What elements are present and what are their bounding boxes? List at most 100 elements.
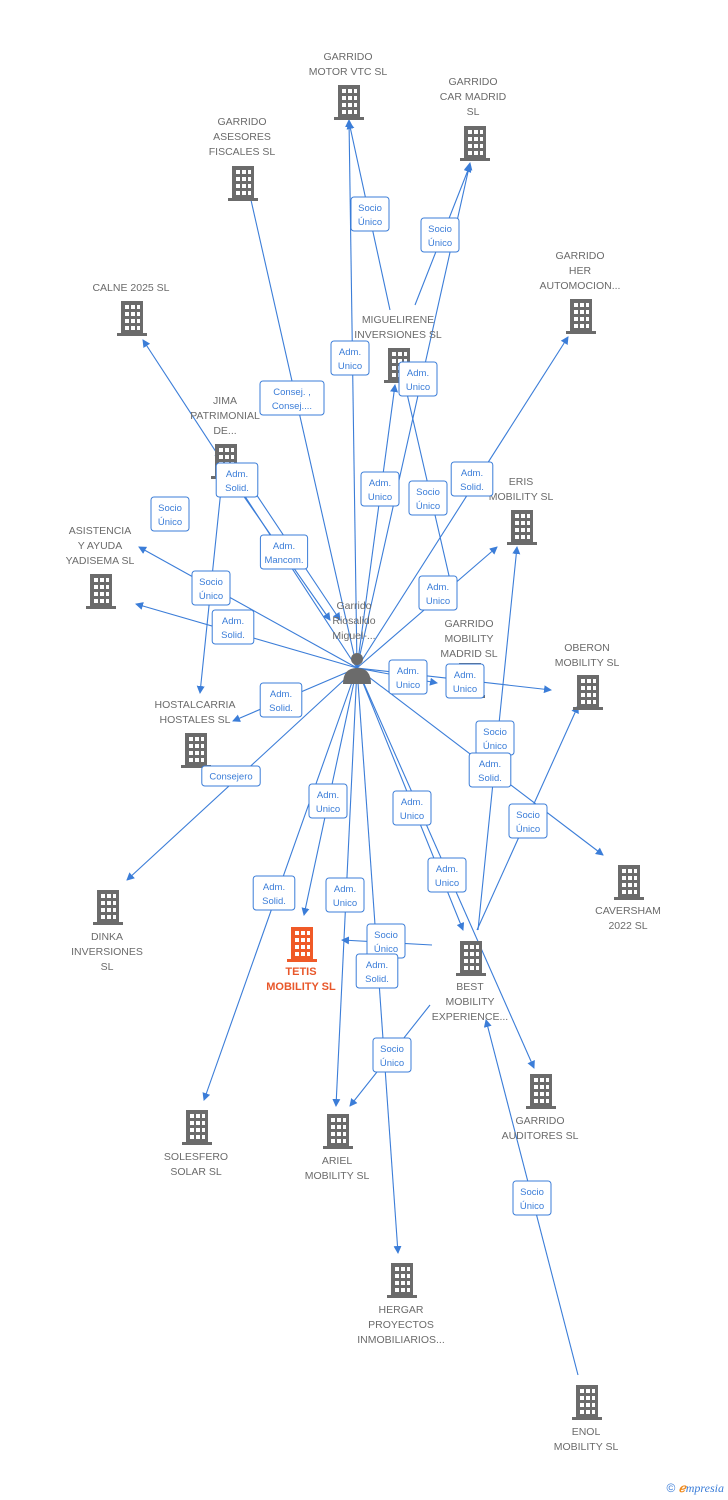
company-name-label: ASESORES xyxy=(213,131,271,143)
company-name-label: SOLAR SL xyxy=(170,1166,222,1178)
company-name-label: INVERSIONES xyxy=(71,946,143,958)
relation-label: Adm.Solid. xyxy=(215,462,259,498)
building-icon xyxy=(86,574,116,609)
relation-label: Adm.Solid. xyxy=(211,609,255,645)
relation-label-box xyxy=(191,570,231,606)
relation-label-text: Unico xyxy=(333,898,357,909)
person-node[interactable]: GarridoRiosalidoMiguel-... xyxy=(332,600,376,684)
building-icon xyxy=(287,927,317,962)
person-icon xyxy=(351,653,363,665)
relation-label-text: Solid. xyxy=(460,482,484,493)
relation-label-box xyxy=(372,1037,412,1073)
relation-label-text: Único xyxy=(158,517,182,528)
relation-label-text: Único xyxy=(380,1058,404,1069)
company-node-garrido-her[interactable]: GARRIDOHERAUTOMOCION... xyxy=(540,250,621,334)
company-name-label: AUDITORES SL xyxy=(502,1130,579,1142)
relation-label-text: Socio xyxy=(516,810,540,821)
relation-label: Adm.Unico xyxy=(445,663,485,699)
relation-label-box xyxy=(360,471,400,507)
person-name-label: Riosalido xyxy=(332,615,375,627)
company-name-label: HERGAR xyxy=(379,1304,424,1316)
relation-label-text: Adm. xyxy=(397,666,419,677)
company-name-label: CAR MADRID xyxy=(440,91,507,103)
relation-label-box xyxy=(418,575,458,611)
relation-label-text: Socio xyxy=(374,930,398,941)
relation-label-text: Adm. xyxy=(427,582,449,593)
relation-label-text: Solid. xyxy=(225,483,249,494)
company-node-best[interactable]: BESTMOBILITYEXPERIENCE... xyxy=(432,941,508,1023)
relation-edge xyxy=(243,177,358,669)
company-node-calne[interactable]: CALNE 2025 SL xyxy=(92,282,170,336)
company-node-jima[interactable]: JIMAPATRIMONIALDE... xyxy=(190,395,260,479)
company-node-garrido-motor[interactable]: GARRIDO MOTOR VTC SL xyxy=(309,51,388,120)
building-icon xyxy=(387,1263,417,1298)
relation-label: Adm.Solid. xyxy=(252,875,296,911)
company-name-label: INVERSIONES SL xyxy=(354,329,442,341)
company-node-dinka[interactable]: DINKA INVERSIONES SL xyxy=(71,890,143,973)
person-name-label: Miguel-... xyxy=(332,630,375,642)
relation-label-text: Socio xyxy=(199,577,223,588)
relation-label-text: Adm. xyxy=(366,960,388,971)
relation-label-box xyxy=(445,663,485,699)
company-name-label: DINKA xyxy=(91,931,123,943)
company-name-label: GARRIDO xyxy=(444,618,493,630)
company-name-label: BEST xyxy=(456,981,484,993)
building-icon xyxy=(572,1385,602,1420)
company-node-miguelirene[interactable]: MIGUELIRENE INVERSIONES SL xyxy=(354,314,442,383)
company-name-label: Y AYUDA xyxy=(78,540,123,552)
relation-label-text: Unico xyxy=(368,492,392,503)
relation-edge xyxy=(356,384,399,669)
relation-label-text: Adm. xyxy=(334,884,356,895)
company-name-label: MIGUELIRENE xyxy=(362,314,434,326)
relation-label-text: Solid. xyxy=(262,896,286,907)
company-name-label: INMOBILIARIOS... xyxy=(357,1334,445,1346)
relation-label-text: Socio xyxy=(520,1187,544,1198)
relation-label-box xyxy=(259,534,309,570)
relation-label-text: Socio xyxy=(380,1044,404,1055)
person-name-label: Garrido xyxy=(336,600,371,612)
building-icon xyxy=(323,1114,353,1149)
relation-label-text: Unico xyxy=(453,684,477,695)
relation-label: Adm.Unico xyxy=(308,783,348,819)
relation-label-box xyxy=(450,461,494,497)
relation-label-text: Único xyxy=(483,741,507,752)
company-node-hergar[interactable]: HERGARPROYECTOSINMOBILIARIOS... xyxy=(357,1263,445,1346)
relation-label: Adm.Solid. xyxy=(468,752,512,788)
relation-edge xyxy=(356,336,569,669)
company-name-label: 2022 SL xyxy=(608,920,647,932)
company-name-label: CALNE 2025 SL xyxy=(92,282,169,294)
relation-label-text: Unico xyxy=(316,804,340,815)
relation-label: Adm.Unico xyxy=(427,857,467,893)
relation-label-text: Adm. xyxy=(436,864,458,875)
relation-label-text: Consejero xyxy=(209,772,252,783)
relation-label-text: Unico xyxy=(406,382,430,393)
company-name-label: MOBILITY xyxy=(444,633,493,645)
relation-label-box xyxy=(427,857,467,893)
company-name-label: MOBILITY SL xyxy=(266,981,336,993)
company-name-label: GARRIDO xyxy=(323,51,372,63)
footer-brand[interactable]: © ℯmpresia xyxy=(666,1481,724,1496)
company-name-label: SL xyxy=(101,961,114,973)
company-name-label: MOTOR VTC SL xyxy=(309,66,388,78)
relation-label: Adm.Unico xyxy=(360,471,400,507)
relation-label: Adm.Unico xyxy=(392,790,432,826)
relation-label-box xyxy=(350,196,390,232)
building-icon xyxy=(566,299,596,334)
company-name-label: YADISEMA SL xyxy=(66,555,135,567)
building-icon xyxy=(181,733,211,768)
